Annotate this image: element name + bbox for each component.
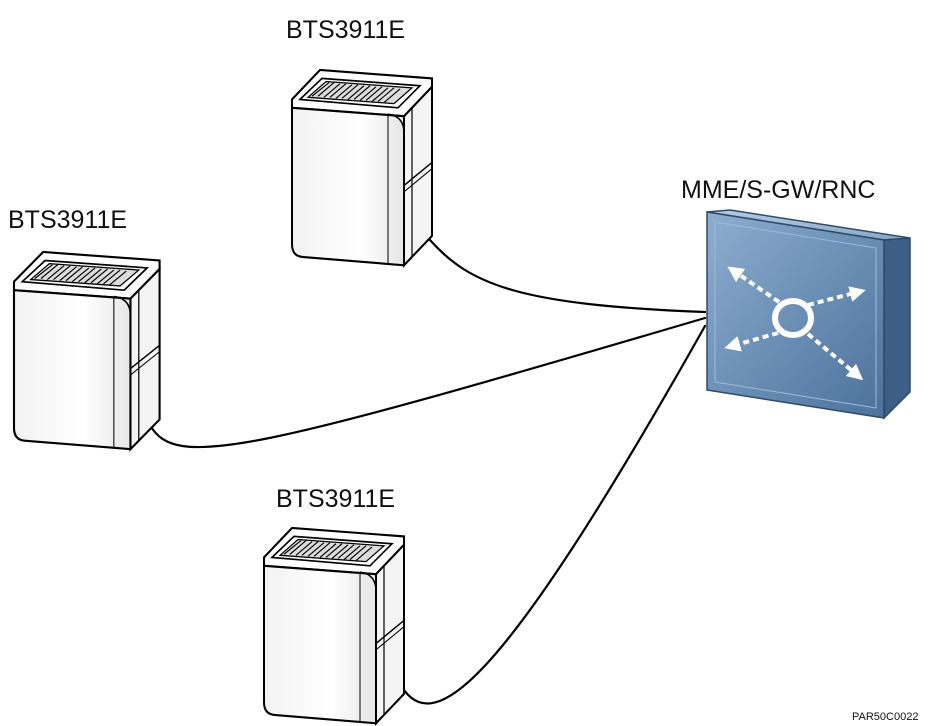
bts-bottom-label: BTS3911E [276, 485, 395, 513]
bts-left-label: BTS3911E [8, 206, 127, 234]
link-bottom-bts-to-core [398, 326, 705, 704]
bts-top-label: BTS3911E [286, 16, 405, 44]
base-station-cabinet-icon [264, 528, 404, 723]
base-station-cabinet-icon [14, 252, 160, 449]
bts-bottom-node: BTS3911E [264, 485, 404, 723]
bts-left-node: BTS3911E [8, 206, 160, 449]
base-station-cabinet-icon [292, 70, 432, 265]
figure-id: PAR50C0022 [852, 711, 918, 723]
link-left-bts-to-core [150, 318, 705, 447]
link-top-bts-to-core [430, 240, 705, 312]
core-label: MME/S-GW/RNC [681, 176, 875, 204]
network-switch-icon [707, 210, 910, 418]
bts-top-node: BTS3911E [286, 16, 432, 265]
core-node: MME/S-GW/RNC [681, 176, 910, 418]
